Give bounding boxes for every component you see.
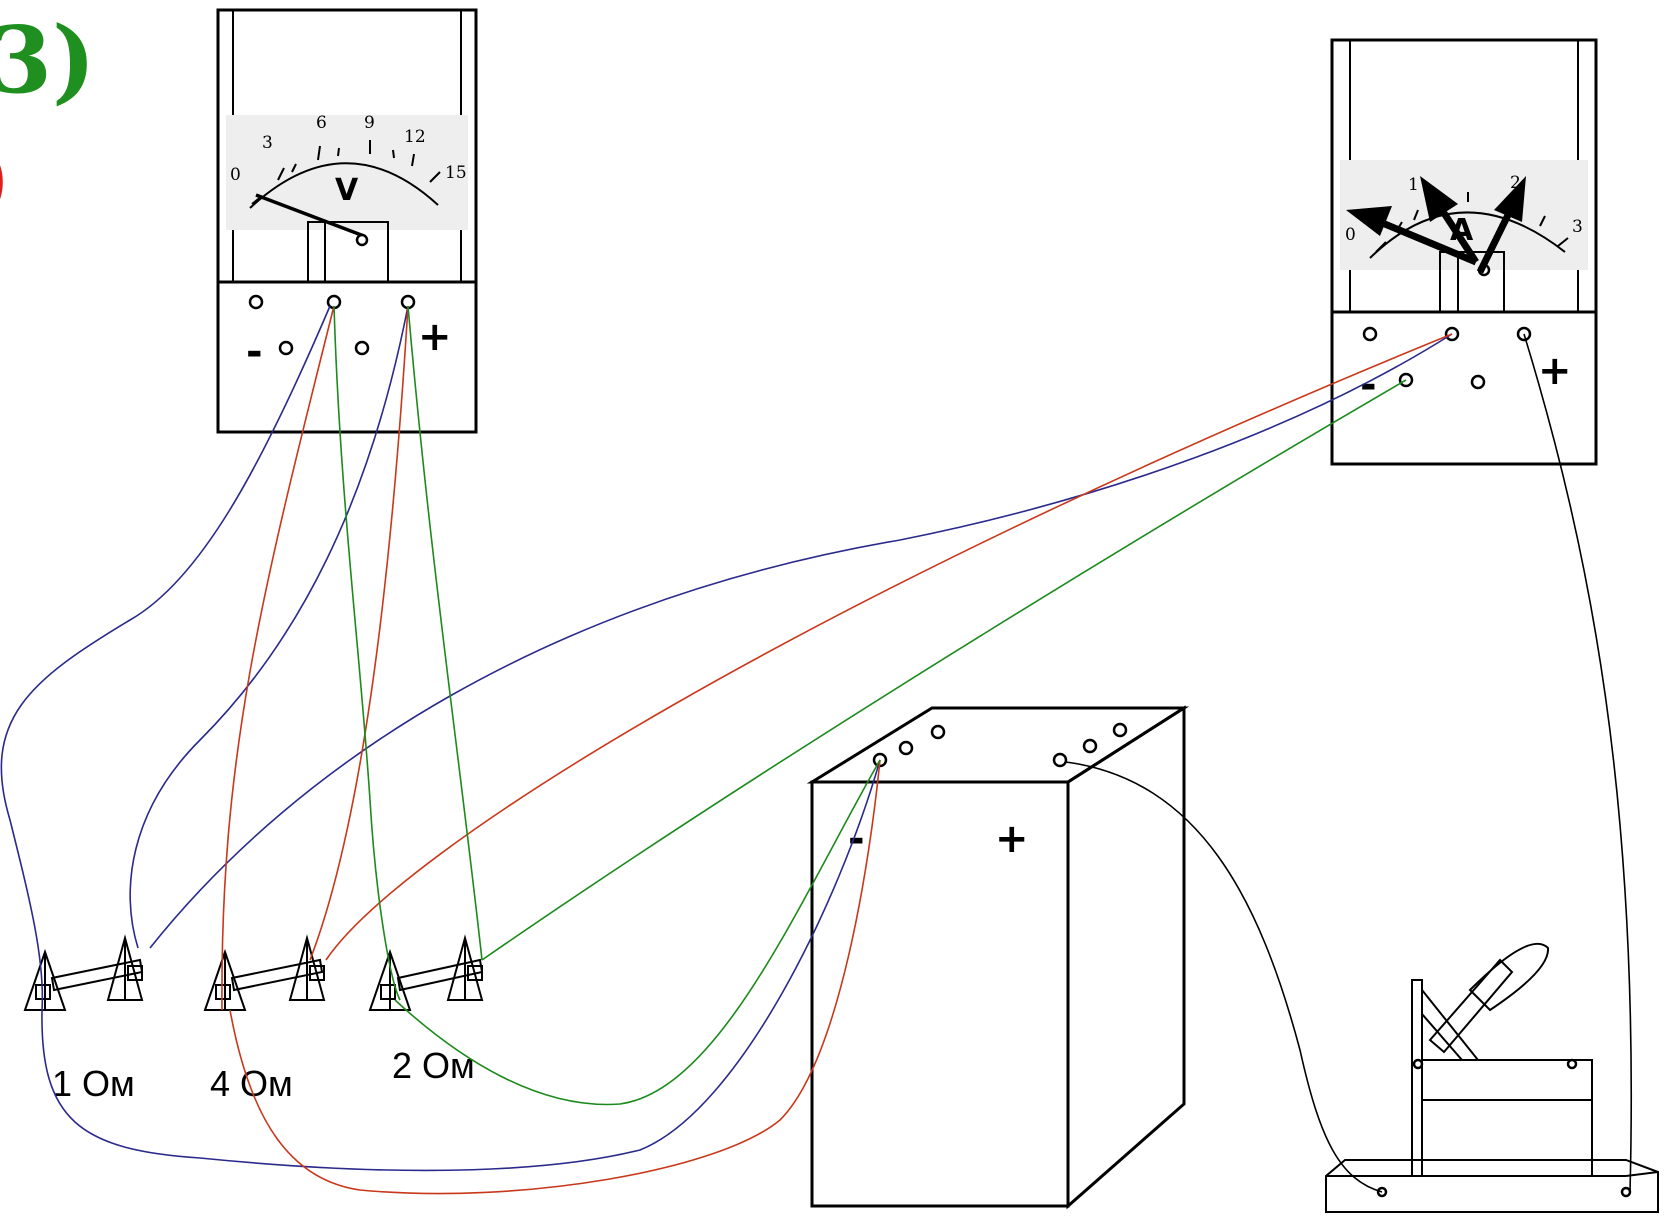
wire-blue xyxy=(129,305,409,949)
voltmeter-scale-label: 6 xyxy=(316,113,327,133)
voltmeter-scale-label: 0 xyxy=(230,165,241,185)
ammeter-scale-label: 1 xyxy=(1408,175,1419,195)
resistor-label-2: 4 Ом xyxy=(210,1063,293,1104)
wire-black xyxy=(1065,761,1383,1193)
voltmeter-dial xyxy=(226,115,468,230)
wire-red xyxy=(229,759,881,1195)
corner-fragment-green: 3) xyxy=(0,6,96,114)
voltmeter-scale-label: 9 xyxy=(364,113,375,133)
battery-terminal[interactable] xyxy=(1112,722,1128,738)
wire-blue xyxy=(41,759,881,1172)
wire-blue xyxy=(0,305,331,1011)
connecting-wires xyxy=(0,305,1633,1195)
wire-green xyxy=(333,305,401,1001)
battery-minus-sign: - xyxy=(848,816,865,862)
wire-red xyxy=(221,305,335,1011)
voltmeter-terminal[interactable] xyxy=(248,294,264,310)
wire-red xyxy=(325,333,1453,961)
ammeter-scale-label: 2 xyxy=(1510,173,1521,193)
wire-green xyxy=(394,759,881,1106)
knife-switch-icon xyxy=(1325,942,1659,1213)
voltmeter-terminal[interactable] xyxy=(354,340,370,356)
ammeter-needle-arrows xyxy=(1346,176,1526,274)
ammeter-scale-label: 0 xyxy=(1345,225,1356,245)
wire-red xyxy=(309,305,409,961)
battery-terminal[interactable] xyxy=(1052,752,1068,768)
voltmeter-minus-sign: - xyxy=(246,329,263,375)
voltmeter-scale-label: 12 xyxy=(404,127,426,147)
battery-terminal[interactable] xyxy=(930,724,946,740)
ammeter-scale-label: 3 xyxy=(1572,217,1583,237)
ammeter-plus-sign: + xyxy=(1538,348,1572,394)
voltmeter-scale-label: 3 xyxy=(262,133,273,153)
resistor-label-3: 2 Ом xyxy=(392,1045,475,1086)
ammeter-terminal[interactable] xyxy=(1362,326,1378,342)
ammeter-minus-sign: - xyxy=(1360,362,1377,408)
ammeter-terminal[interactable] xyxy=(1470,374,1486,390)
ammeter-icon: 0 1 2 3 A - + xyxy=(1330,38,1598,466)
wire-blue xyxy=(149,333,1453,949)
wire-green xyxy=(407,305,483,961)
voltmeter-icon: 0 3 6 9 12 15 V - + xyxy=(216,8,478,434)
battery-terminal[interactable] xyxy=(898,740,914,756)
battery-plus-sign: + xyxy=(995,816,1029,862)
voltmeter-terminal[interactable] xyxy=(278,340,294,356)
wire-black xyxy=(1523,333,1633,1193)
wire-green xyxy=(481,379,1407,961)
resistor-label-1: 1 Ом xyxy=(52,1063,135,1104)
battery-icon: - + xyxy=(806,705,1190,1210)
voltmeter-plus-sign: + xyxy=(418,314,452,360)
voltmeter-scale-label: 15 xyxy=(445,163,467,183)
resistor-icon xyxy=(23,934,484,1011)
battery-terminal[interactable] xyxy=(1082,738,1098,754)
voltmeter-symbol: V xyxy=(335,173,359,208)
corner-fragment-red: ) xyxy=(0,124,12,232)
voltmeter-needle xyxy=(255,193,365,238)
